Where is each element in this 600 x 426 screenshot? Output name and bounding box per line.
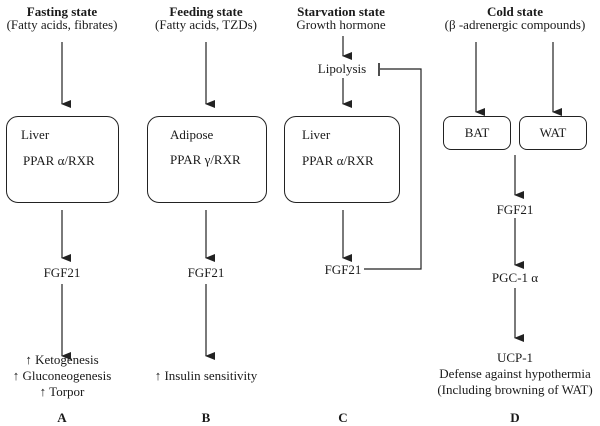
adipose-box: Adipose PPAR γ/RXR bbox=[147, 116, 267, 203]
tissue-label: Adipose bbox=[170, 127, 214, 142]
panel-b-title: Feeding state bbox=[169, 4, 243, 19]
fgf21-d: FGF21 bbox=[496, 202, 534, 217]
fgf21-b: FGF21 bbox=[187, 265, 225, 280]
bat-label: BAT bbox=[464, 125, 490, 140]
panel-d-title: Cold state bbox=[487, 4, 543, 19]
panel-label-d: D bbox=[510, 410, 520, 425]
liver-box-c: Liver PPAR α/RXR bbox=[284, 116, 400, 203]
panel-c-title: Starvation state bbox=[297, 4, 385, 19]
lipolysis-label: Lipolysis bbox=[317, 61, 367, 76]
tissue-label: Liver bbox=[21, 127, 50, 142]
effect-b-1: ↑ Insulin sensitivity bbox=[154, 368, 258, 383]
panel-a-subtitle: (Fatty acids, fibrates) bbox=[6, 17, 118, 32]
panel-label-a: A bbox=[57, 410, 67, 425]
pgc1a-label: PGC-1 α bbox=[491, 270, 539, 285]
bat-box: BAT bbox=[443, 116, 511, 150]
effect-d-1: Defense against hypothermia bbox=[439, 366, 591, 381]
ucp1-label: UCP-1 bbox=[496, 350, 534, 365]
wat-label: WAT bbox=[539, 125, 567, 140]
fgf21-c: FGF21 bbox=[324, 262, 362, 277]
panel-b-subtitle: (Fatty acids, TZDs) bbox=[155, 17, 257, 32]
fgf21-a: FGF21 bbox=[43, 265, 81, 280]
effect-a-2: ↑ Gluconeogenesis bbox=[12, 368, 112, 383]
effect-a-3: ↑ Torpor bbox=[39, 384, 85, 399]
panel-label-c: C bbox=[338, 410, 348, 425]
receptor-label: PPAR α/RXR bbox=[23, 153, 95, 168]
receptor-label: PPAR γ/RXR bbox=[170, 152, 241, 167]
panel-label-b: B bbox=[201, 410, 211, 425]
effect-d-2: (Including browning of WAT) bbox=[437, 382, 593, 397]
wat-box: WAT bbox=[519, 116, 587, 150]
effect-a-1: ↑ Ketogenesis bbox=[25, 352, 99, 367]
panel-d-subtitle: (β -adrenergic compounds) bbox=[444, 17, 586, 32]
panel-c-subtitle: Growth hormone bbox=[296, 17, 386, 32]
receptor-label: PPAR α/RXR bbox=[302, 153, 374, 168]
tissue-label: Liver bbox=[302, 127, 331, 142]
feedback-line bbox=[364, 68, 422, 270]
liver-box-a: Liver PPAR α/RXR bbox=[6, 116, 119, 203]
panel-a-title: Fasting state bbox=[26, 4, 98, 19]
